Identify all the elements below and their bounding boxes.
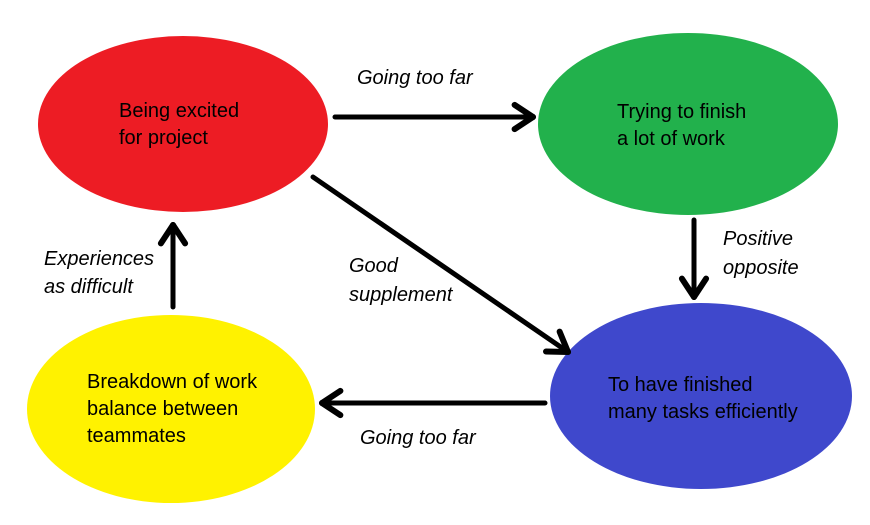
edge-label-line: Positive: [723, 228, 793, 250]
being-excited-label: Being excited for project: [119, 100, 239, 149]
breakdown-of-work-label: Breakdown of work balance between teammate…: [87, 371, 258, 447]
node-label-line: for project: [119, 127, 208, 149]
arrow-head-stroke: [319, 400, 344, 419]
edge-label-line: Going too far: [360, 427, 477, 449]
arrow-head-stroke: [678, 275, 697, 300]
trying-to-finished-label: Positive opposite: [723, 228, 799, 279]
arrow-head-stroke: [319, 387, 344, 406]
edge-label-line: Experiences: [44, 248, 154, 270]
arrow-head-stroke: [157, 222, 176, 247]
edge-label-line: Good: [349, 255, 399, 277]
node-being-excited: Being excited for project: [38, 36, 328, 212]
arrow-head-stroke: [511, 101, 536, 120]
arrow-head-stroke: [556, 328, 571, 355]
node-label-line: To have finished: [608, 374, 753, 396]
edge-breakdown-to-excited: Experiences as difficult: [44, 222, 189, 310]
edge-label-line: as difficult: [44, 276, 134, 298]
edge-excited-to-finished: Good supplement: [310, 174, 571, 355]
node-label-line: Trying to finish: [617, 101, 746, 123]
excited-to-finished-label: Good supplement: [349, 255, 454, 306]
arrow-head-stroke: [543, 348, 571, 355]
edge-finished-to-breakdown: Going too far: [319, 387, 548, 449]
node-label-line: Breakdown of work: [87, 371, 258, 393]
node-to-have-finished: To have finished many tasks efficiently: [550, 303, 852, 489]
arrow-head-stroke: [170, 222, 189, 247]
node-label-line: many tasks efficiently: [608, 401, 798, 423]
finished-to-breakdown-label: Going too far: [360, 427, 477, 449]
edge-label-line: supplement: [349, 284, 454, 306]
edge-excited-to-trying: Going too far: [332, 67, 536, 133]
edge-label-line: opposite: [723, 257, 799, 279]
to-have-finished-label: To have finished many tasks efficiently: [608, 374, 798, 423]
node-label-line: Being excited: [119, 100, 239, 122]
node-breakdown-of-work: Breakdown of work balance between teammate…: [27, 315, 315, 503]
node-label-line: a lot of work: [617, 128, 726, 150]
excited-to-trying-label: Going too far: [357, 67, 474, 89]
to-have-finished-ellipse: [550, 303, 852, 489]
node-trying-to-finish: Trying to finish a lot of work: [538, 33, 838, 215]
being-excited-ellipse: [38, 36, 328, 212]
trying-to-finish-label: Trying to finish a lot of work: [617, 101, 746, 150]
arrow-head-stroke: [511, 114, 536, 133]
node-label-line: balance between: [87, 398, 238, 420]
edge-trying-to-finished: Positive opposite: [678, 217, 799, 300]
breakdown-to-excited-label: Experiences as difficult: [44, 248, 154, 298]
node-label-line: teammates: [87, 425, 186, 447]
edge-label-line: Going too far: [357, 67, 474, 89]
arrow-head-stroke: [691, 275, 710, 300]
breakdown-of-work-ellipse: [27, 315, 315, 503]
trying-to-finish-ellipse: [538, 33, 838, 215]
arrow-shaft: [310, 174, 571, 355]
